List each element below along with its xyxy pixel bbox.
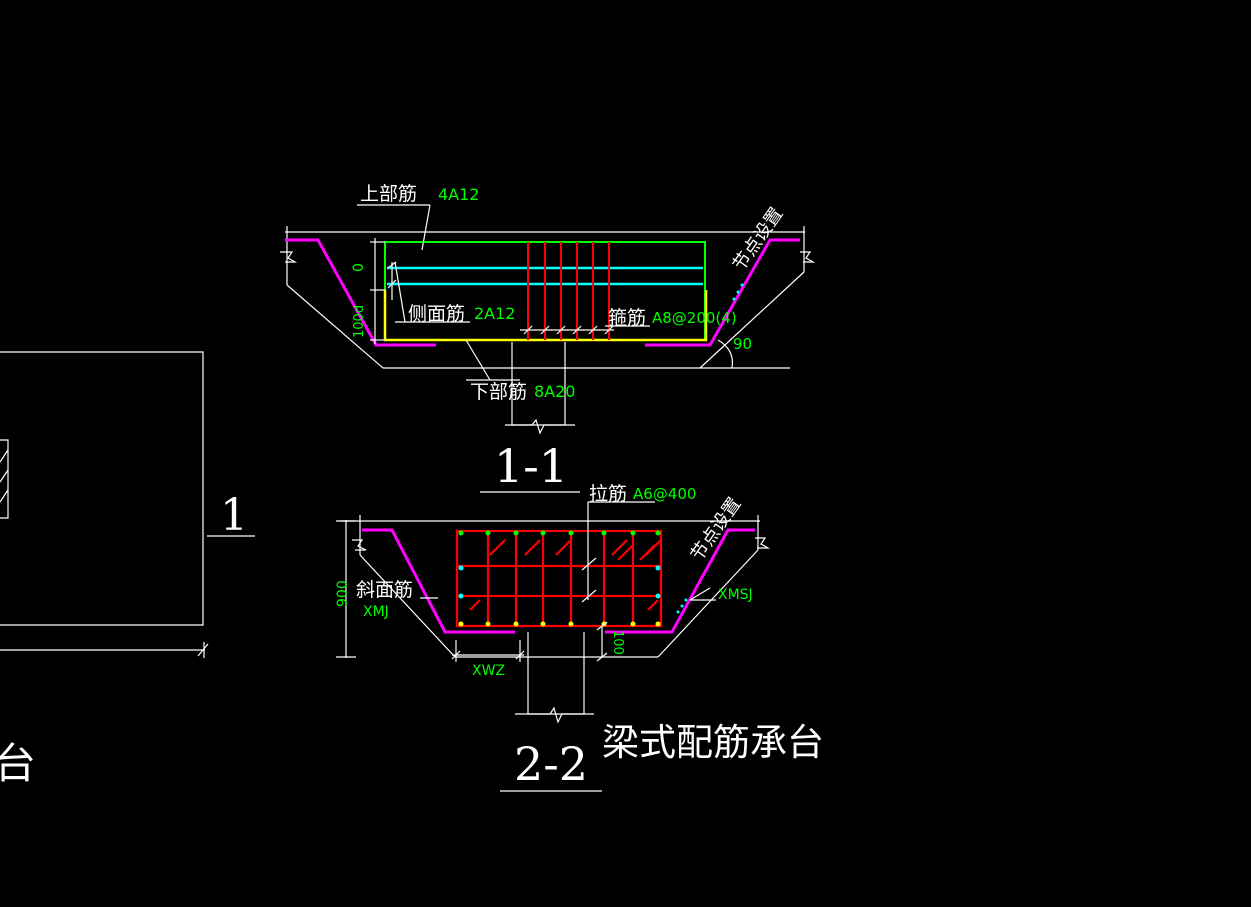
plan-section-mark: 1 — [220, 490, 248, 541]
slope-rebar-right-2 — [605, 528, 755, 634]
bottom-bar-label: 下部筋 — [470, 381, 527, 403]
tie-bar-mesh — [455, 529, 663, 628]
slope-rebar-right — [645, 238, 800, 347]
slope-rebar-left — [285, 238, 436, 347]
side-bar-label: 侧面筋 — [408, 303, 465, 325]
stirrups — [527, 242, 610, 340]
section-1-1-title: 1-1 — [494, 439, 568, 493]
side-bar-value: 2A12 — [474, 304, 515, 323]
dim-height: 900 — [335, 580, 351, 607]
top-bar-label: 上部筋 — [360, 183, 417, 205]
bottom-bar-value: 8A20 — [534, 382, 575, 401]
drawing-caption: 梁式配筋承台 — [602, 721, 824, 764]
stirrup-label: 箍筋 — [608, 307, 646, 329]
plan-view: 1 台 — [0, 351, 255, 788]
tie-bar-value: A6@400 — [633, 485, 696, 503]
dim-left: 100d — [352, 305, 367, 338]
slope-rebar-left-2 — [362, 528, 515, 634]
slope-bar-label: 斜面筋 — [356, 579, 413, 601]
plan-partial-title: 台 — [0, 739, 36, 788]
top-bar-value: 4A12 — [438, 185, 479, 204]
stirrup-value: A8@200(4) — [652, 309, 737, 327]
xmsj-label: XMSJ — [718, 587, 753, 603]
dim-100: 100 — [610, 630, 625, 655]
dim-zero: 0 — [351, 263, 367, 272]
section-1-1: 0 100d 90 上部筋 4A12 侧面筋 2A12 箍筋 A8@200(4)… — [280, 183, 816, 493]
xwz-label: XWZ — [472, 663, 505, 679]
slope-bar-value: XMJ — [363, 604, 389, 620]
tie-bar-label: 拉筋 — [589, 483, 627, 505]
angle-label: 90 — [733, 335, 752, 353]
section-2-2-title: 2-2 — [514, 737, 588, 791]
